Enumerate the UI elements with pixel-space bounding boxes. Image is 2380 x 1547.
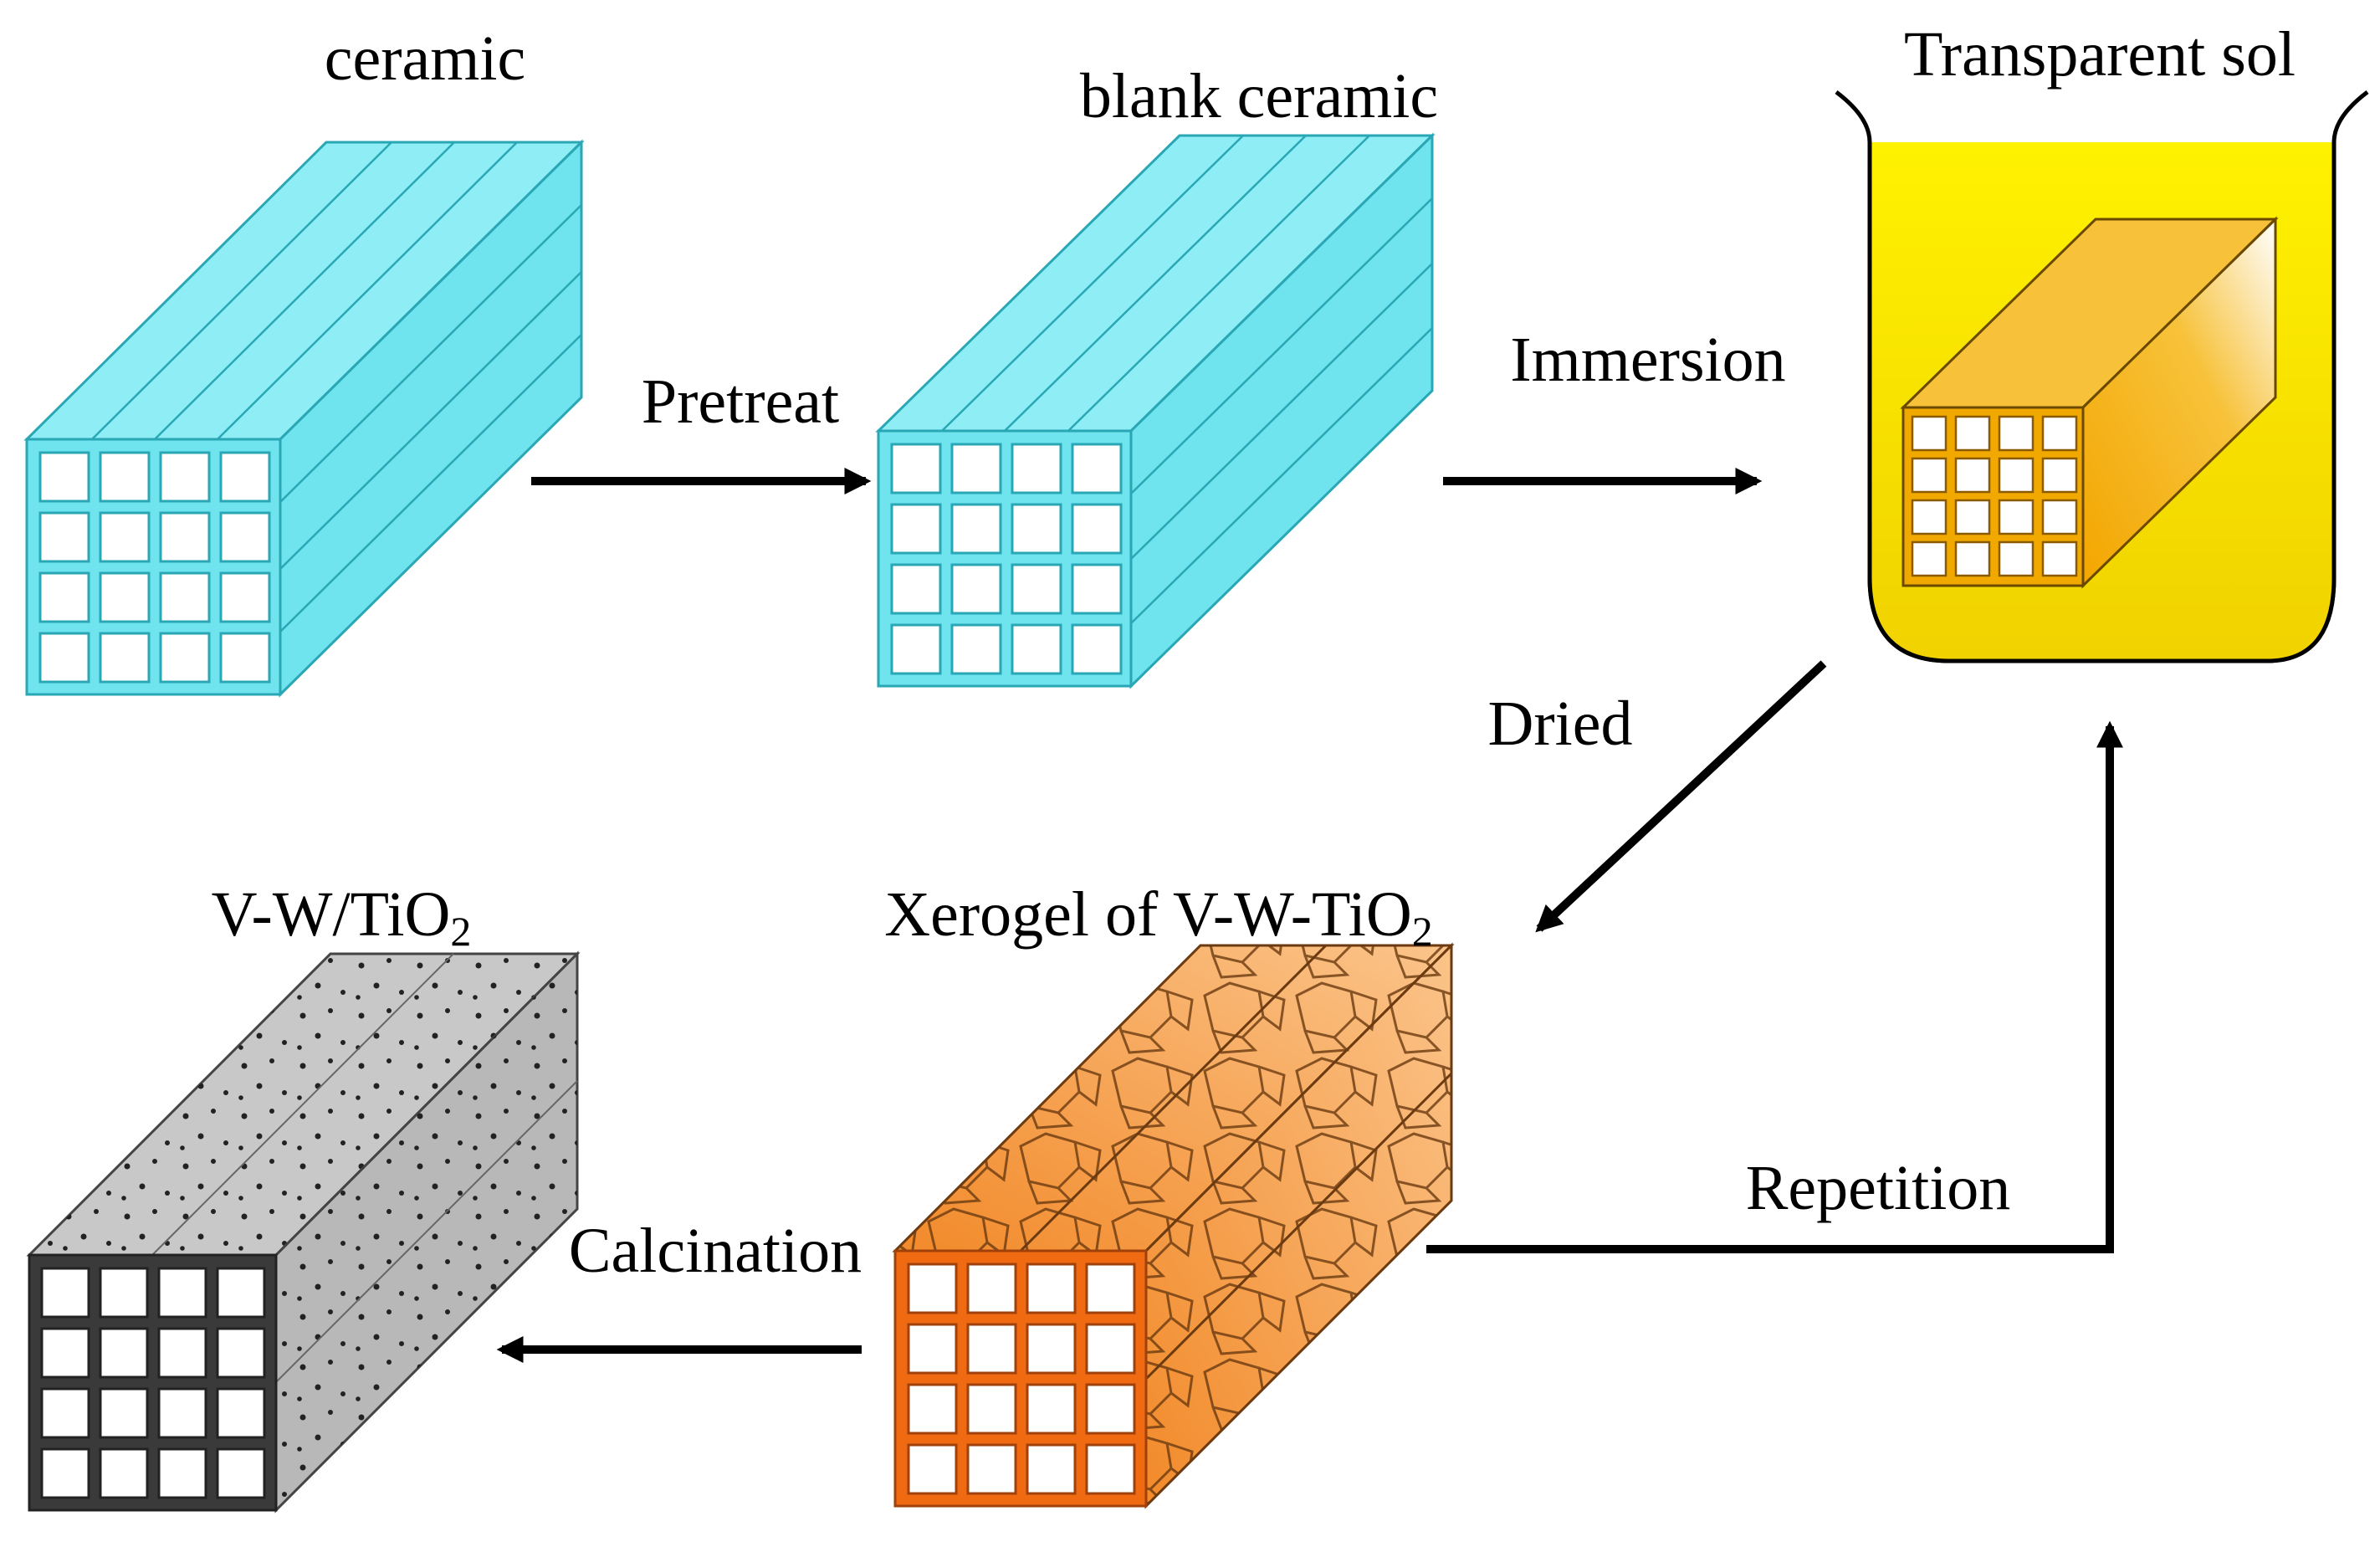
pretreat-label: Pretreat [642, 366, 839, 437]
dried-arrow [1535, 660, 1827, 933]
catalyst-block [26, 950, 581, 1514]
ceramic-label: ceramic [325, 23, 525, 94]
dried-label: Dried [1487, 689, 1632, 759]
immersion-label: Immersion [1510, 325, 1785, 395]
catalyst-label: V-W/TiO2 [212, 879, 472, 955]
xerogel-label: Xerogel of V-W-TiO2 [884, 879, 1433, 955]
repetition-label: Repetition [1746, 1153, 2011, 1223]
sol-beaker [1835, 90, 2369, 663]
calcination-label: Calcination [569, 1216, 862, 1286]
immersed-block [1900, 216, 2279, 589]
xerogel-block [892, 942, 1455, 1509]
ceramic-block [23, 139, 585, 698]
blank-ceramic-label: blank ceramic [1080, 61, 1438, 131]
blank-ceramic-block [875, 132, 1436, 689]
repetition-arrow [1426, 720, 2124, 1253]
transparent-sol-label: Transparent sol [1904, 19, 2296, 90]
